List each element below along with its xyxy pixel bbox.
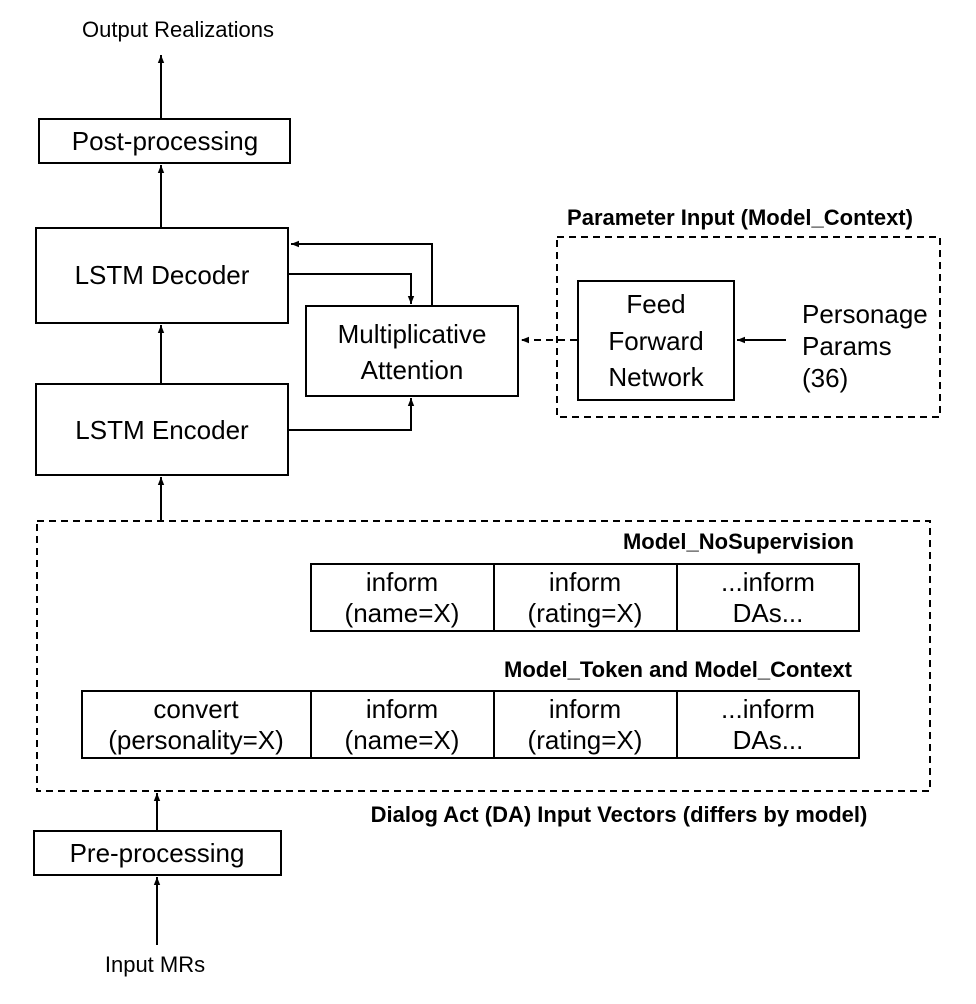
da-input-caption: Dialog Act (DA) Input Vectors (differs b… <box>371 802 868 827</box>
attention-label-line2: Attention <box>361 355 464 385</box>
feed-forward-network-node: Feed Forward Network <box>577 280 735 401</box>
cell-line2: (name=X) <box>345 725 460 755</box>
cell-line2: (name=X) <box>345 598 460 628</box>
cell-line1: inform <box>366 694 438 724</box>
attention-node: Multiplicative Attention <box>305 305 519 397</box>
cell-line2: (rating=X) <box>528 725 643 755</box>
cell-line1: inform <box>366 567 438 597</box>
cell-line1: inform <box>549 567 621 597</box>
nosupervision-cell: ...inform DAs... <box>676 563 860 632</box>
personage-label-line2: Params <box>802 331 892 361</box>
arrow-encoder-to-attention <box>289 398 415 431</box>
nosupervision-cell: inform (name=X) <box>310 563 495 632</box>
personage-label-line1: Personage <box>802 299 928 329</box>
post-processing-label: Post-processing <box>72 126 258 156</box>
lstm-decoder-label: LSTM Decoder <box>75 260 250 290</box>
token-context-row: convert (personality=X) inform (name=X) … <box>81 690 860 759</box>
lstm-encoder-label: LSTM Encoder <box>75 415 249 445</box>
cell-line2: (personality=X) <box>108 725 284 755</box>
token-context-cell: inform (rating=X) <box>493 690 678 759</box>
ffn-label-line3: Network <box>608 362 704 392</box>
nosupervision-title: Model_NoSupervision <box>623 529 854 554</box>
token-context-cell: inform (name=X) <box>310 690 495 759</box>
parameter-input-group <box>556 236 941 418</box>
cell-line2: (rating=X) <box>528 598 643 628</box>
nosupervision-cell: inform (rating=X) <box>493 563 678 632</box>
cell-line1: ...inform <box>721 694 815 724</box>
cell-line1: inform <box>549 694 621 724</box>
lstm-decoder-node: LSTM Decoder <box>35 227 289 324</box>
attention-label-line1: Multiplicative <box>338 319 487 349</box>
post-processing-node: Post-processing <box>38 118 291 164</box>
output-realizations-label: Output Realizations <box>82 17 274 42</box>
cell-line1: convert <box>153 694 239 724</box>
cell-line2: DAs... <box>733 725 804 755</box>
token-context-title: Model_Token and Model_Context <box>504 657 853 682</box>
lstm-encoder-node: LSTM Encoder <box>35 383 289 476</box>
ffn-label-line1: Feed <box>626 289 685 319</box>
cell-line2: DAs... <box>733 598 804 628</box>
pre-processing-node: Pre-processing <box>33 830 282 876</box>
ffn-label-line2: Forward <box>608 326 703 356</box>
arrow-attention-to-decoder <box>291 240 433 306</box>
da-input-group <box>36 520 931 792</box>
parameter-input-title: Parameter Input (Model_Context) <box>567 205 913 230</box>
token-context-cell: ...inform DAs... <box>676 690 860 759</box>
arrow-decoder-to-attention <box>289 273 415 304</box>
personage-label-line3: (36) <box>802 363 848 393</box>
token-context-cell: convert (personality=X) <box>81 690 312 759</box>
cell-line1: ...inform <box>721 567 815 597</box>
nosupervision-row: inform (name=X) inform (rating=X) ...inf… <box>310 563 860 632</box>
input-mrs-label: Input MRs <box>105 952 205 977</box>
pre-processing-label: Pre-processing <box>70 838 245 868</box>
